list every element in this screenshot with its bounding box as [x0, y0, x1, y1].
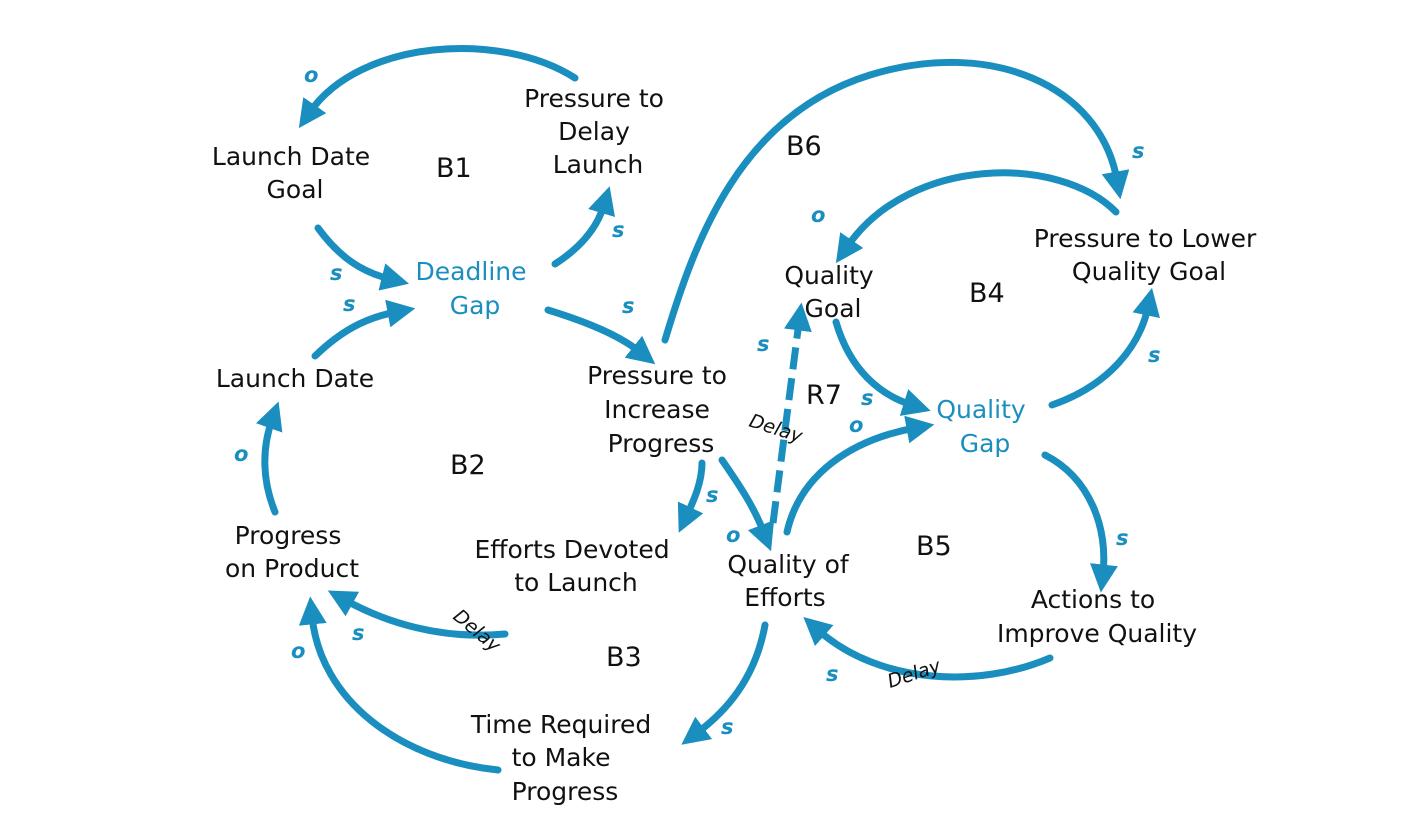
node-pressure-to-lower-line: Quality Goal [1072, 257, 1226, 286]
node-efforts-devoted-to-launch-line: to Launch [514, 568, 638, 597]
node-pressure-to-lower-quality-goal: Pressure to Lower Quality Goal [1034, 224, 1265, 286]
node-quality-of-efforts-line: Quality of [727, 550, 850, 579]
arrow-launch-goal-to-deadline-gap [314, 224, 410, 291]
loop-label-b6: B6 [786, 131, 822, 162]
arrow-launch-date-to-deadline-gap [311, 299, 416, 360]
loop-label-b3: B3 [606, 642, 642, 673]
polarity-s: s [612, 218, 625, 242]
node-pressure-to-delay-launch-line: Launch [553, 150, 644, 179]
arrow-quality-of-efforts-to-time-required [681, 621, 769, 745]
arrow-deadline-gap-to-pressure-delay [551, 186, 615, 268]
delay-label: Delay [885, 655, 944, 693]
node-efforts-devoted-to-launch-line: Efforts Devoted [474, 535, 669, 564]
loop-label-b1: B1 [436, 153, 472, 184]
node-deadline-gap: Deadline Gap [416, 257, 535, 320]
arrow-pressure-to-efforts [677, 459, 706, 533]
node-quality-gap-line: Quality [936, 395, 1026, 424]
arrow-quality-of-efforts-to-quality-goal-delayed [769, 302, 812, 524]
node-actions-line: Actions to [1031, 585, 1155, 614]
loop-label-r7: R7 [806, 380, 842, 411]
polarity-s: s [1148, 343, 1161, 367]
node-quality-of-efforts-line: Efforts [744, 583, 825, 612]
node-efforts-devoted-to-launch: Efforts Devoted to Launch [474, 535, 677, 597]
arrow-quality-gap-to-actions [1041, 451, 1118, 593]
arrow-pressure-to-lower-quality-goal-b6 [661, 58, 1130, 344]
loop-label-b2: B2 [450, 450, 486, 481]
node-pressure-to-increase-progress-line: Increase [604, 395, 710, 424]
node-time-required-line: Time Required [470, 710, 651, 739]
node-launch-date-line: Launch Date [216, 364, 374, 393]
node-deadline-gap-line: Gap [450, 291, 501, 320]
polarity-s: s [330, 261, 343, 285]
node-launch-date-goal: Launch Date Goal [212, 142, 378, 204]
polarity-s: s [826, 662, 839, 686]
arrow-efforts-to-progress [327, 590, 509, 639]
node-pressure-to-delay-launch-line: Delay [558, 117, 630, 146]
arrow-pressure-lower-to-quality-goal [835, 169, 1120, 264]
arrow-actions-to-quality-of-efforts [803, 617, 1054, 681]
node-progress-on-product: Progress on Product [225, 521, 359, 583]
node-pressure-to-delay-launch-line: Pressure to [524, 84, 664, 113]
node-time-required-line: Progress [512, 777, 619, 806]
loop-label-b5: B5 [916, 531, 952, 562]
node-launch-date-goal-line: Launch Date [212, 142, 370, 171]
node-launch-date-goal-line: Goal [267, 175, 324, 204]
polarity-s: s [622, 294, 635, 318]
arrow-time-required-to-progress [298, 596, 502, 774]
node-quality-goal-line: Goal [805, 294, 862, 323]
polarity-o: o [811, 203, 825, 227]
node-pressure-to-delay-launch: Pressure to Delay Launch [524, 84, 672, 179]
node-quality-goal-line: Quality [784, 261, 874, 290]
polarity-s: s [757, 332, 770, 356]
polarity-s: s [721, 715, 734, 739]
node-quality-of-efforts: Quality of Efforts [727, 550, 856, 612]
node-launch-date: Launch Date [216, 364, 374, 393]
node-time-required-line: to Make [512, 743, 611, 772]
node-deadline-gap-line: Deadline [416, 257, 527, 286]
node-quality-gap-line: Gap [960, 429, 1011, 458]
polarity-s: s [1132, 139, 1145, 163]
polarity-s: s [861, 386, 874, 410]
polarity-s: s [706, 483, 719, 507]
node-quality-goal: Quality Goal [784, 261, 881, 323]
arrow-quality-goal-to-quality-gap [832, 318, 931, 416]
node-actions-to-improve-quality: Actions to Improve Quality [997, 585, 1197, 648]
node-quality-gap: Quality Gap [936, 395, 1033, 458]
polarity-o: o [234, 442, 248, 466]
loop-label-b4: B4 [969, 278, 1005, 309]
polarity-o: o [726, 523, 740, 547]
node-time-required-to-make-progress: Time Required to Make Progress [470, 710, 659, 806]
polarity-o: o [291, 639, 305, 663]
arrow-deadline-gap-to-pressure-progress [544, 306, 656, 365]
polarity-s: s [1116, 526, 1129, 550]
node-progress-on-product-line: Progress [235, 521, 342, 550]
node-pressure-to-increase-progress-line: Pressure to [587, 361, 727, 390]
node-pressure-to-increase-progress-line: Progress [608, 429, 715, 458]
node-progress-on-product-line: on Product [225, 554, 359, 583]
node-pressure-to-increase-progress: Pressure to Increase Progress [587, 361, 735, 458]
arrow-quality-of-efforts-to-quality-gap [783, 415, 935, 536]
delay-label: Delay [746, 410, 805, 448]
node-actions-line: Improve Quality [997, 619, 1197, 648]
arrow-pressure-to-quality-of-efforts [718, 456, 775, 552]
polarity-o: o [849, 413, 863, 437]
arrow-quality-gap-to-pressure-lower [1048, 287, 1160, 409]
polarity-s: s [343, 292, 356, 316]
arrow-progress-to-launch-date [255, 401, 283, 516]
polarity-s: s [352, 621, 365, 645]
polarity-o: o [304, 63, 318, 87]
arrow-pressure-delay-to-launch-goal [298, 45, 579, 129]
node-pressure-to-lower-line: Pressure to Lower [1034, 224, 1257, 253]
